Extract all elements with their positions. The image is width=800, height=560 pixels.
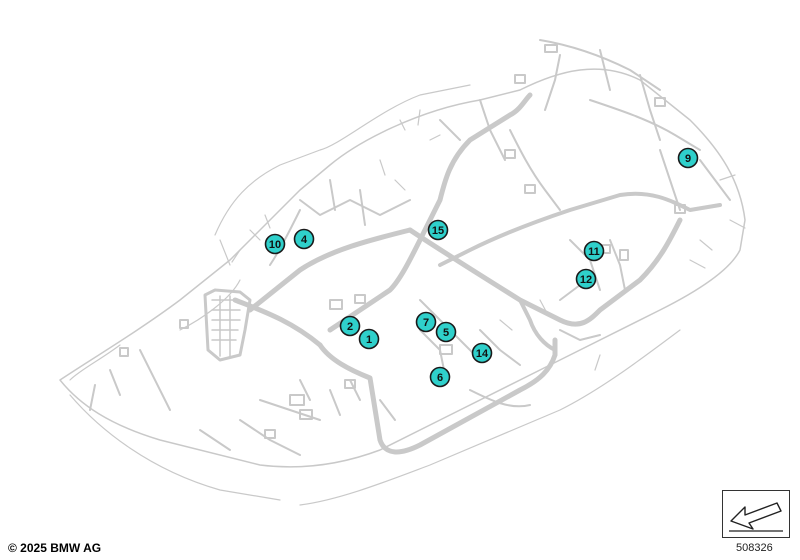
marker-label: 11: [588, 246, 600, 258]
marker-circle: [677, 147, 699, 169]
figure-number: 508326: [736, 542, 773, 554]
marker-circle: [471, 342, 493, 364]
marker-label: 15: [432, 225, 444, 237]
position-marker-14[interactable]: 14: [471, 342, 493, 364]
position-marker-2[interactable]: 2: [339, 315, 361, 337]
marker-label: 9: [685, 153, 691, 165]
marker-circle: [264, 233, 286, 255]
marker-label: 14: [476, 348, 489, 360]
marker-circle: [583, 240, 605, 262]
position-marker-9[interactable]: 9: [677, 147, 699, 169]
position-marker-15[interactable]: 15: [427, 219, 449, 241]
marker-label: 6: [437, 372, 443, 384]
marker-label: 1: [366, 334, 372, 346]
position-marker-1[interactable]: 1: [358, 328, 380, 350]
marker-circle: [429, 366, 451, 388]
marker-label: 12: [580, 274, 592, 286]
marker-label: 5: [443, 327, 449, 339]
position-marker-12[interactable]: 12: [575, 268, 597, 290]
marker-label: 7: [423, 317, 429, 329]
back-arrow-icon: [729, 502, 783, 532]
back-navigation-button[interactable]: [722, 490, 790, 538]
position-marker-11[interactable]: 11: [583, 240, 605, 262]
copyright-notice: © 2025 BMW AG: [8, 541, 102, 555]
position-marker-5[interactable]: 5: [435, 321, 457, 343]
marker-circle: [415, 311, 437, 333]
marker-circle: [339, 315, 361, 337]
marker-circle: [293, 228, 315, 250]
position-marker-4[interactable]: 4: [293, 228, 315, 250]
position-marker-10[interactable]: 10: [264, 233, 286, 255]
car-wiring-harness-drawing: [59, 39, 746, 506]
position-marker-6[interactable]: 6: [429, 366, 451, 388]
marker-circle: [358, 328, 380, 350]
marker-label: 2: [347, 321, 353, 333]
marker-circle: [575, 268, 597, 290]
marker-circle: [427, 219, 449, 241]
marker-circle: [435, 321, 457, 343]
position-marker-7[interactable]: 7: [415, 311, 437, 333]
marker-label: 10: [269, 239, 281, 251]
marker-label: 4: [301, 234, 308, 246]
